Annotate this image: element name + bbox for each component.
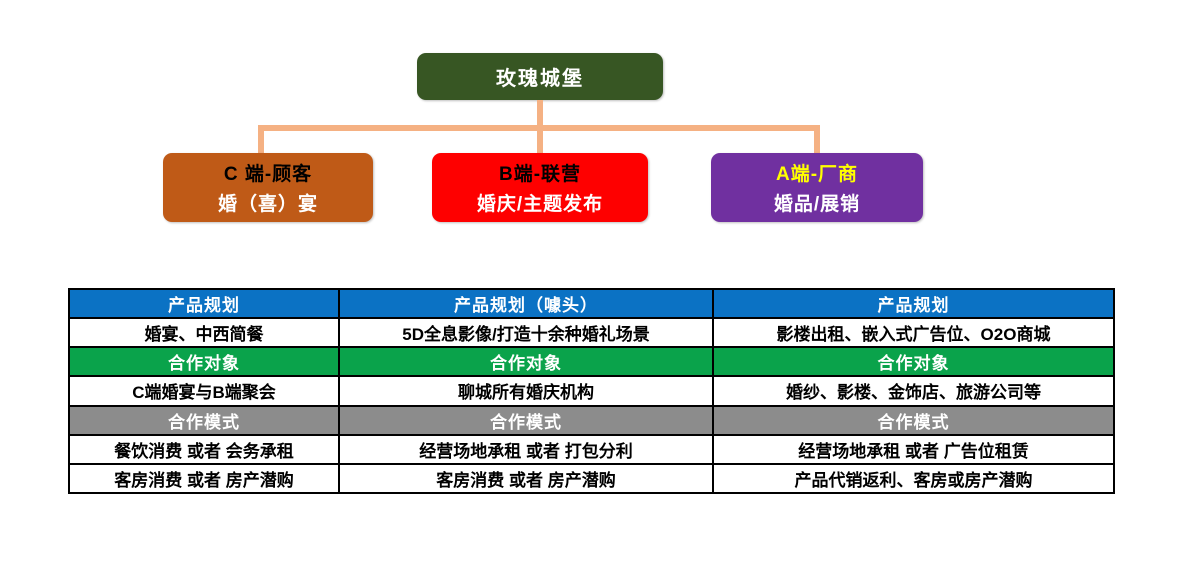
- org-root-box: 玫瑰城堡: [417, 53, 663, 100]
- table-cell: 产品规划: [68, 287, 340, 320]
- org-box-c-subtitle: 婚（喜）宴: [217, 194, 318, 215]
- table-cell: 合作对象: [68, 346, 340, 378]
- table-row-product-header: 产品规划 产品规划（噱头） 产品规划: [68, 287, 1115, 320]
- table-row-mode-data-1: 餐饮消费 或者 会务承租 经营场地承租 或者 打包分利 经营场地承租 或者 广告…: [68, 433, 1115, 465]
- connector-to-a: [814, 125, 820, 155]
- table-row-target-data: C端婚宴与B端聚会 聊城所有婚庆机构 婚纱、影楼、金饰店、旅游公司等: [68, 375, 1115, 407]
- table-cell: C端婚宴与B端聚会: [68, 375, 340, 407]
- table-cell: 经营场地承租 或者 广告位租赁: [712, 433, 1115, 465]
- table-cell: 产品代销返利、客房或房产潜购: [712, 462, 1115, 495]
- table-cell: 客房消费 或者 房产潜购: [68, 462, 340, 495]
- org-box-b-subtitle: 婚庆/主题发布: [476, 194, 604, 215]
- table-cell: 合作对象: [338, 346, 714, 378]
- table-cell: 餐饮消费 或者 会务承租: [68, 433, 340, 465]
- table-cell: 合作对象: [712, 346, 1115, 378]
- org-box-a-subtitle: 婚品/展销: [773, 194, 861, 215]
- table-row-mode-header: 合作模式 合作模式 合作模式: [68, 404, 1115, 436]
- connector-horizontal: [258, 125, 820, 131]
- org-box-c-title: C 端-顾客: [223, 164, 313, 185]
- table-cell: 婚宴、中西简餐: [68, 317, 340, 349]
- org-box-b-title: B端-联营: [498, 164, 582, 185]
- table-cell: 合作模式: [338, 404, 714, 436]
- org-box-a-vendor: A端-厂商 婚品/展销: [711, 153, 923, 222]
- org-box-a-title: A端-厂商: [775, 164, 859, 185]
- table-cell: 产品规划（噱头）: [338, 287, 714, 320]
- org-root-label: 玫瑰城堡: [496, 68, 584, 90]
- table-row-mode-data-2: 客房消费 或者 房产潜购 客房消费 或者 房产潜购 产品代销返利、客房或房产潜购: [68, 462, 1115, 495]
- table-cell: 合作模式: [712, 404, 1115, 436]
- table-cell: 产品规划: [712, 287, 1115, 320]
- table-cell: 婚纱、影楼、金饰店、旅游公司等: [712, 375, 1115, 407]
- table-cell: 客房消费 或者 房产潜购: [338, 462, 714, 495]
- table-row-product-data: 婚宴、中西简餐 5D全息影像/打造十余种婚礼场景 影楼出租、嵌入式广告位、O2O…: [68, 317, 1115, 349]
- table-cell: 聊城所有婚庆机构: [338, 375, 714, 407]
- connector-to-c: [258, 125, 264, 155]
- table-cell: 影楼出租、嵌入式广告位、O2O商城: [712, 317, 1115, 349]
- org-box-b-partner: B端-联营 婚庆/主题发布: [432, 153, 648, 222]
- table-cell: 合作模式: [68, 404, 340, 436]
- org-box-c-customer: C 端-顾客 婚（喜）宴: [163, 153, 373, 222]
- table-cell: 5D全息影像/打造十余种婚礼场景: [338, 317, 714, 349]
- table-row-target-header: 合作对象 合作对象 合作对象: [68, 346, 1115, 378]
- table-cell: 经营场地承租 或者 打包分利: [338, 433, 714, 465]
- plan-table: 产品规划 产品规划（噱头） 产品规划 婚宴、中西简餐 5D全息影像/打造十余种婚…: [68, 287, 1115, 495]
